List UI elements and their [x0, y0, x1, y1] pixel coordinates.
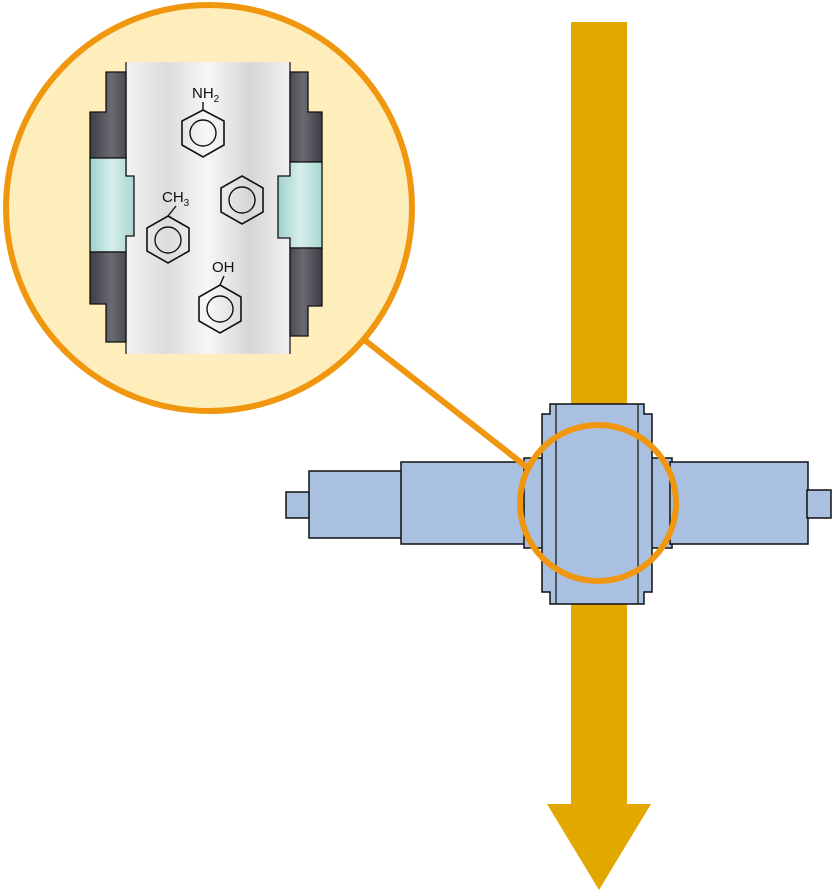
aniline-label: NH2 [192, 85, 220, 105]
right-electrode-lower [289, 247, 323, 337]
flow-cell [285, 403, 832, 605]
molecule-aniline: NH2 [181, 85, 225, 158]
molecule-toluene: CH3 [146, 189, 190, 264]
right-end-cap [806, 489, 832, 519]
molecule-phenol: OH [198, 259, 242, 334]
right-inner-segment [669, 461, 809, 545]
phenol-label: OH [212, 259, 235, 276]
left-electrode-lower [89, 251, 127, 343]
left-end-cap [285, 491, 311, 519]
right-insulator [277, 161, 323, 249]
highlight-ring [517, 422, 679, 584]
central-chamber [541, 403, 653, 605]
zoomed-channel [89, 62, 323, 354]
left-outer-segment [308, 470, 403, 539]
magnifier-connector [360, 335, 530, 471]
channel-background [126, 62, 290, 354]
molecule-benzene [220, 175, 264, 225]
toluene-label: CH3 [162, 189, 190, 209]
left-inner-segment [400, 461, 527, 545]
